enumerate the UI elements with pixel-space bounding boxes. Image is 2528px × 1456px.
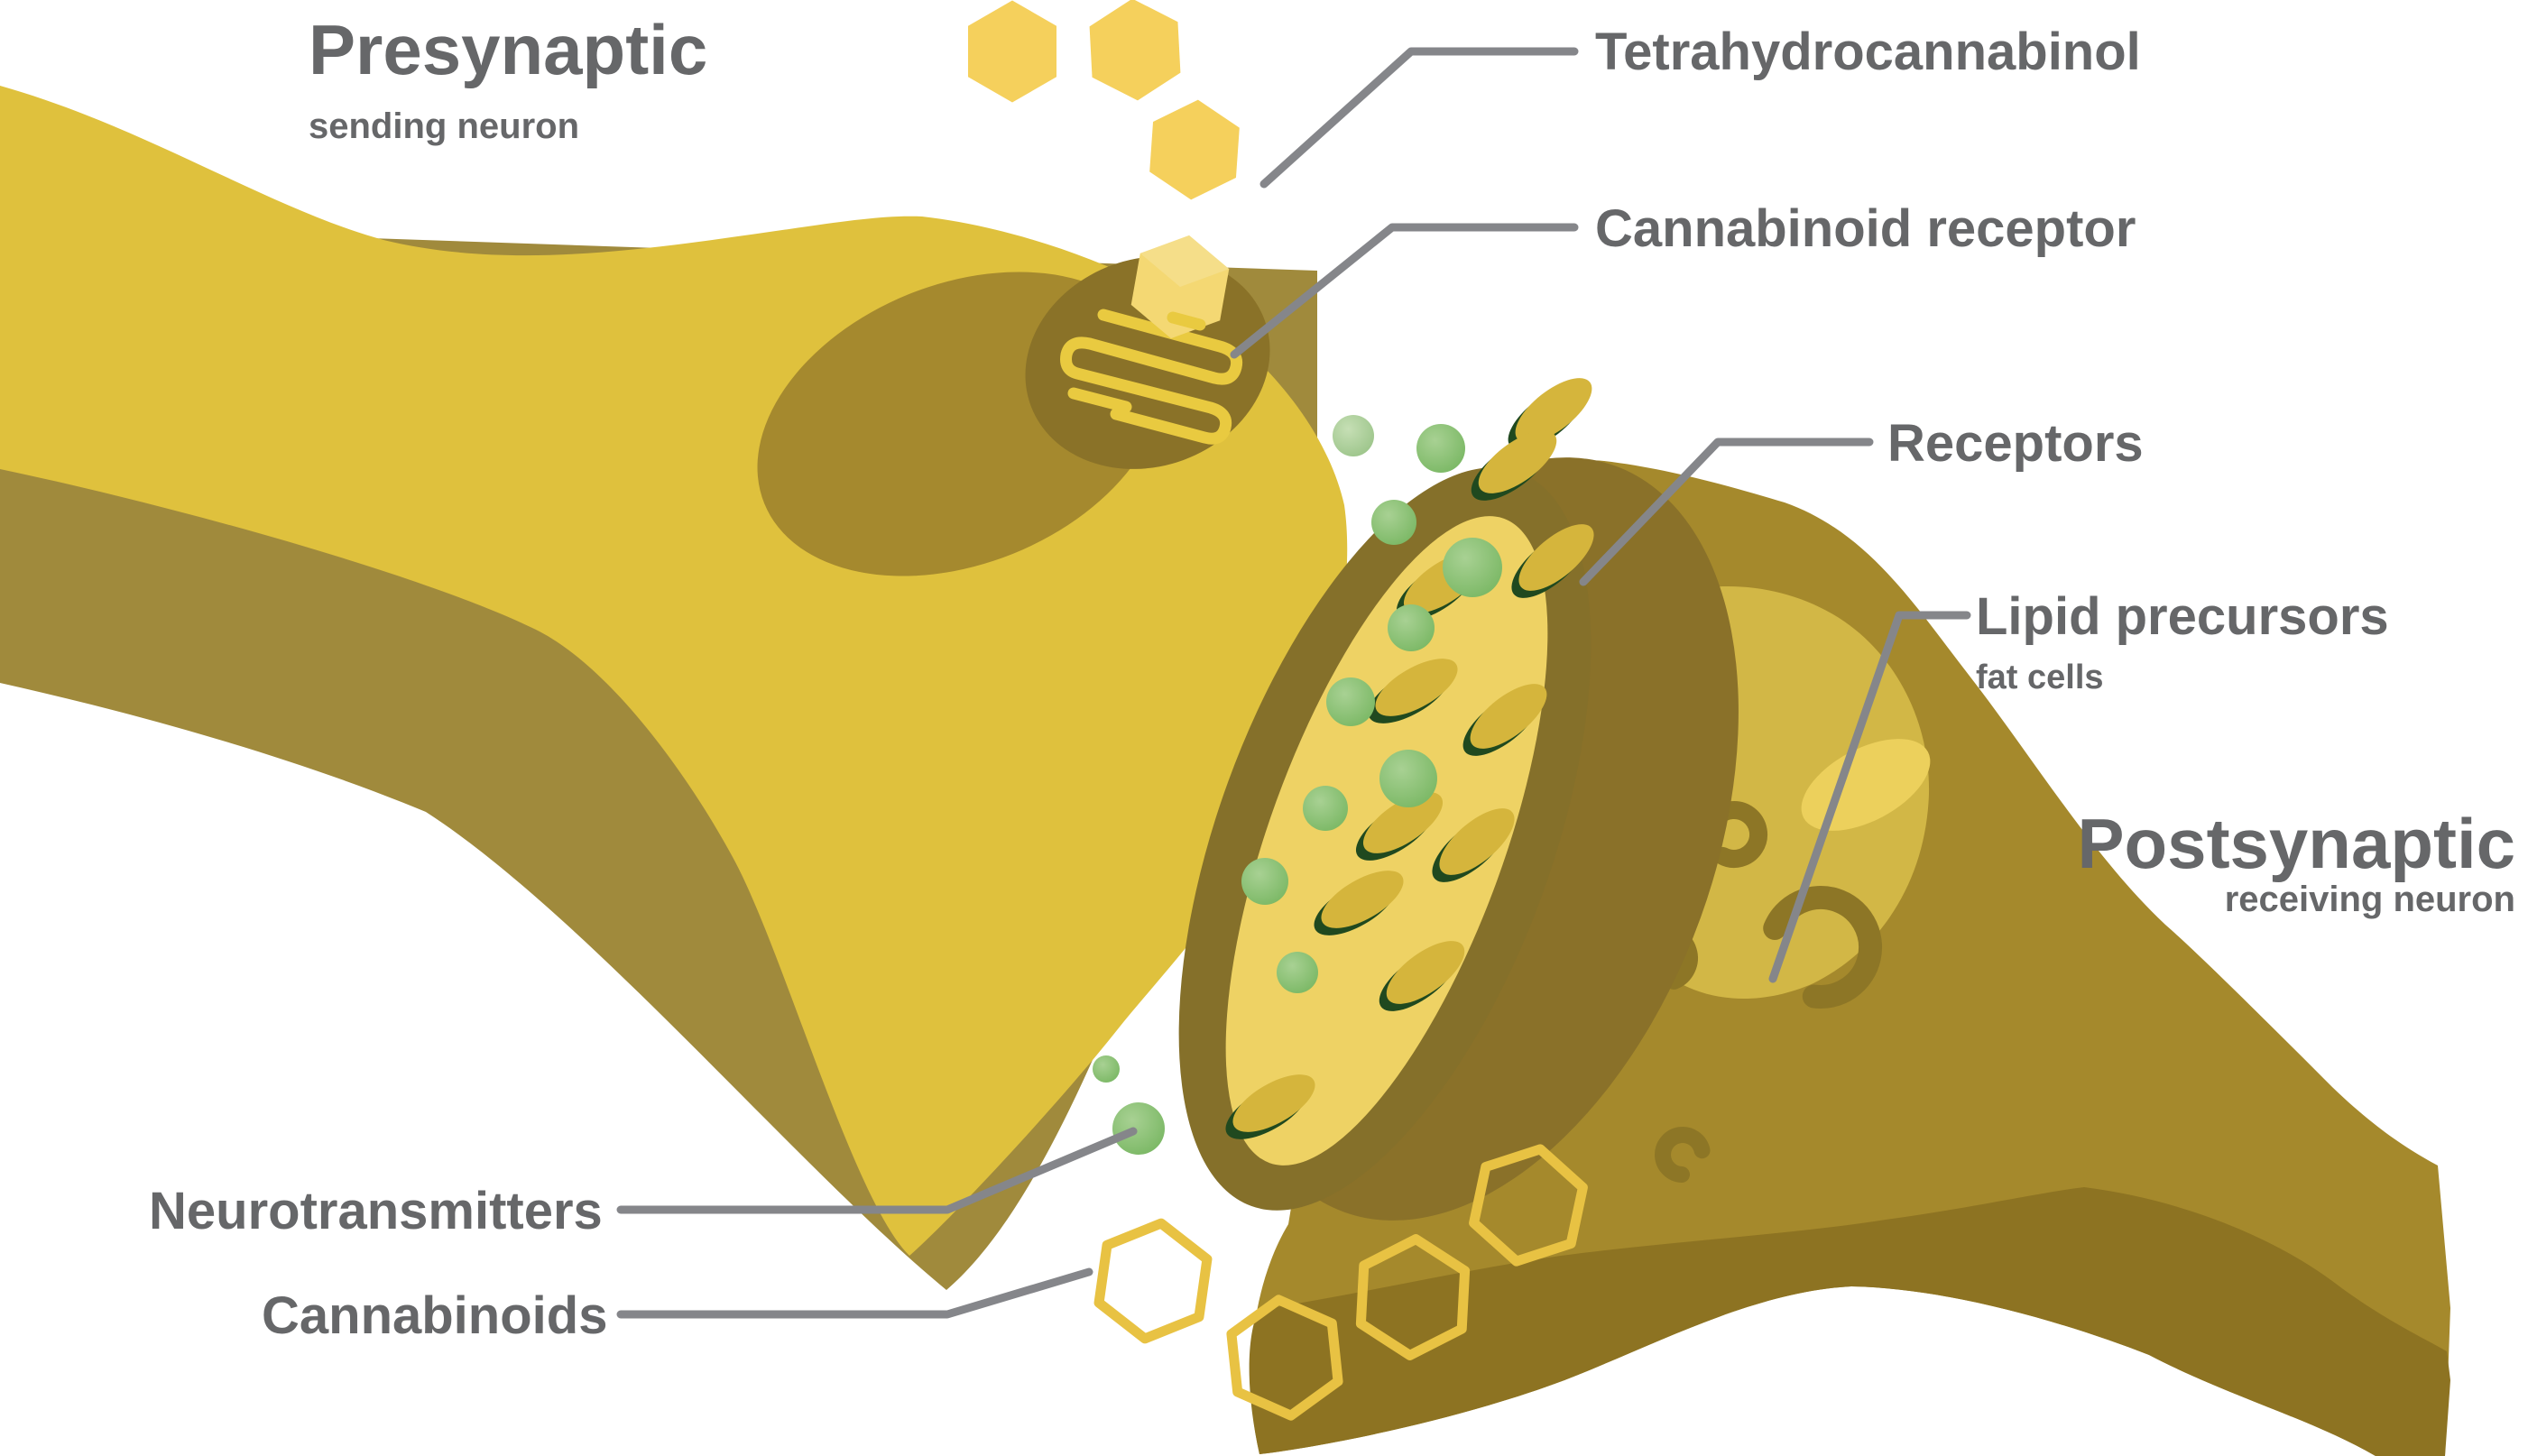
docked-thc-facet	[1139, 235, 1230, 287]
callout-cannabinoids: Cannabinoids	[262, 1267, 1093, 1345]
vesicle	[1508, 378, 1592, 450]
callout-receptors: Receptors	[1579, 414, 2144, 586]
neurotransmitter-icon	[1326, 677, 1375, 726]
vesicle-body	[1478, 430, 1557, 493]
receptor-coil	[1060, 309, 1243, 445]
receptor-coil-tip	[1167, 311, 1206, 331]
receptor-vesicles-group	[1225, 378, 1594, 1139]
vesicle-body	[1321, 871, 1404, 928]
neurotransmitter-icon	[1303, 786, 1348, 831]
vesicle	[1314, 871, 1404, 935]
label-cannabinoids: Cannabinoids	[262, 1286, 607, 1345]
leader-line-lipid-precursors	[1768, 611, 1971, 983]
neurotransmitter-icon	[1388, 604, 1435, 651]
leader-line-cannabinoid-receptor	[1230, 223, 1579, 359]
callout-lipid-precursors: Lipid precursors fat cells	[1768, 587, 2389, 983]
vesicle	[1379, 941, 1465, 1011]
presynaptic-subtitle: sending neuron	[309, 106, 579, 146]
neurotransmitter-icon	[1277, 952, 1318, 993]
neurotransmitter-icon	[1371, 500, 1416, 545]
neurotransmitter-icon	[1416, 424, 1465, 473]
presynaptic-neuron	[0, 86, 1348, 1290]
vesicle	[1355, 792, 1444, 861]
presynaptic-title-block: Presynaptic sending neuron	[309, 10, 707, 146]
vesicle	[1368, 659, 1458, 723]
neurotransmitter-icon	[1241, 858, 1288, 905]
callout-neurotransmitters: Neurotransmitters	[149, 1127, 1138, 1240]
postsynaptic-dark-band	[1249, 1187, 2450, 1456]
cannabinoid-molecules-group	[1093, 1144, 1588, 1421]
callout-cannabinoid-receptor: Cannabinoid receptor	[1230, 199, 2136, 359]
neurotransmitter-icon	[1379, 750, 1437, 807]
docked-thc-hexagon-icon	[1130, 235, 1230, 339]
label-neurotransmitters: Neurotransmitters	[149, 1182, 603, 1240]
vesicle-body	[1386, 941, 1465, 1004]
vesicle	[1462, 684, 1547, 756]
neurotransmitter-icon	[1112, 1102, 1165, 1155]
vesicle	[1471, 430, 1557, 501]
label-cannabinoid-receptor: Cannabinoid receptor	[1595, 199, 2136, 258]
vesicle-body	[1515, 378, 1592, 443]
vesicle	[1225, 1074, 1315, 1139]
cannabinoid-hexagon-icon	[1355, 1234, 1471, 1360]
label-lipid-precursors: Lipid precursors	[1976, 587, 2389, 646]
label-thc: Tetrahydrocannabinol	[1595, 23, 2141, 81]
vesicle-body	[1518, 524, 1594, 591]
sublabel-lipid-precursors: fat cells	[1976, 659, 2104, 696]
neurotransmitter-icon	[1093, 1055, 1120, 1083]
postsynaptic-title: Postsynaptic	[2078, 804, 2515, 883]
vesicle-body	[1362, 792, 1444, 853]
vesicle-body	[1375, 659, 1458, 716]
vesicle-body	[1232, 1074, 1315, 1132]
postsynaptic-subtitle: receiving neuron	[2225, 880, 2515, 919]
vesicle	[1511, 524, 1594, 598]
vesicle-body	[1439, 808, 1515, 875]
neurotransmitters-group	[1093, 415, 1502, 1155]
presynaptic-title: Presynaptic	[309, 10, 707, 89]
vesicle	[1432, 808, 1515, 882]
postsynaptic-title-block: Postsynaptic receiving neuron	[2078, 804, 2515, 919]
postsynaptic-neuron	[1178, 378, 2450, 1456]
leader-line-receptors	[1579, 438, 1874, 586]
leader-line-thc	[1259, 47, 1579, 189]
cannabinoid-hexagon-icon	[1226, 1295, 1343, 1421]
neurotransmitter-icon	[1443, 538, 1502, 597]
thc-hexagon-icon	[1149, 99, 1240, 200]
docked-thc-site	[1130, 235, 1230, 339]
cannabinoid-hexagon-icon	[1093, 1218, 1213, 1344]
callout-thc: Tetrahydrocannabinol	[1259, 23, 2141, 189]
label-receptors: Receptors	[1887, 414, 2144, 473]
leader-line-cannabinoids	[616, 1267, 1093, 1319]
thc-molecules-group	[968, 0, 1240, 200]
lipid-precursor-icon	[1655, 1127, 1711, 1183]
thc-hexagon-icon	[1089, 0, 1181, 101]
cannabinoid-hexagon-icon	[1469, 1144, 1588, 1267]
thc-hexagon-icon	[968, 0, 1056, 103]
neurotransmitter-icon	[1333, 415, 1374, 456]
vesicle-body	[1470, 684, 1547, 749]
leader-line-neurotransmitters	[616, 1127, 1138, 1214]
